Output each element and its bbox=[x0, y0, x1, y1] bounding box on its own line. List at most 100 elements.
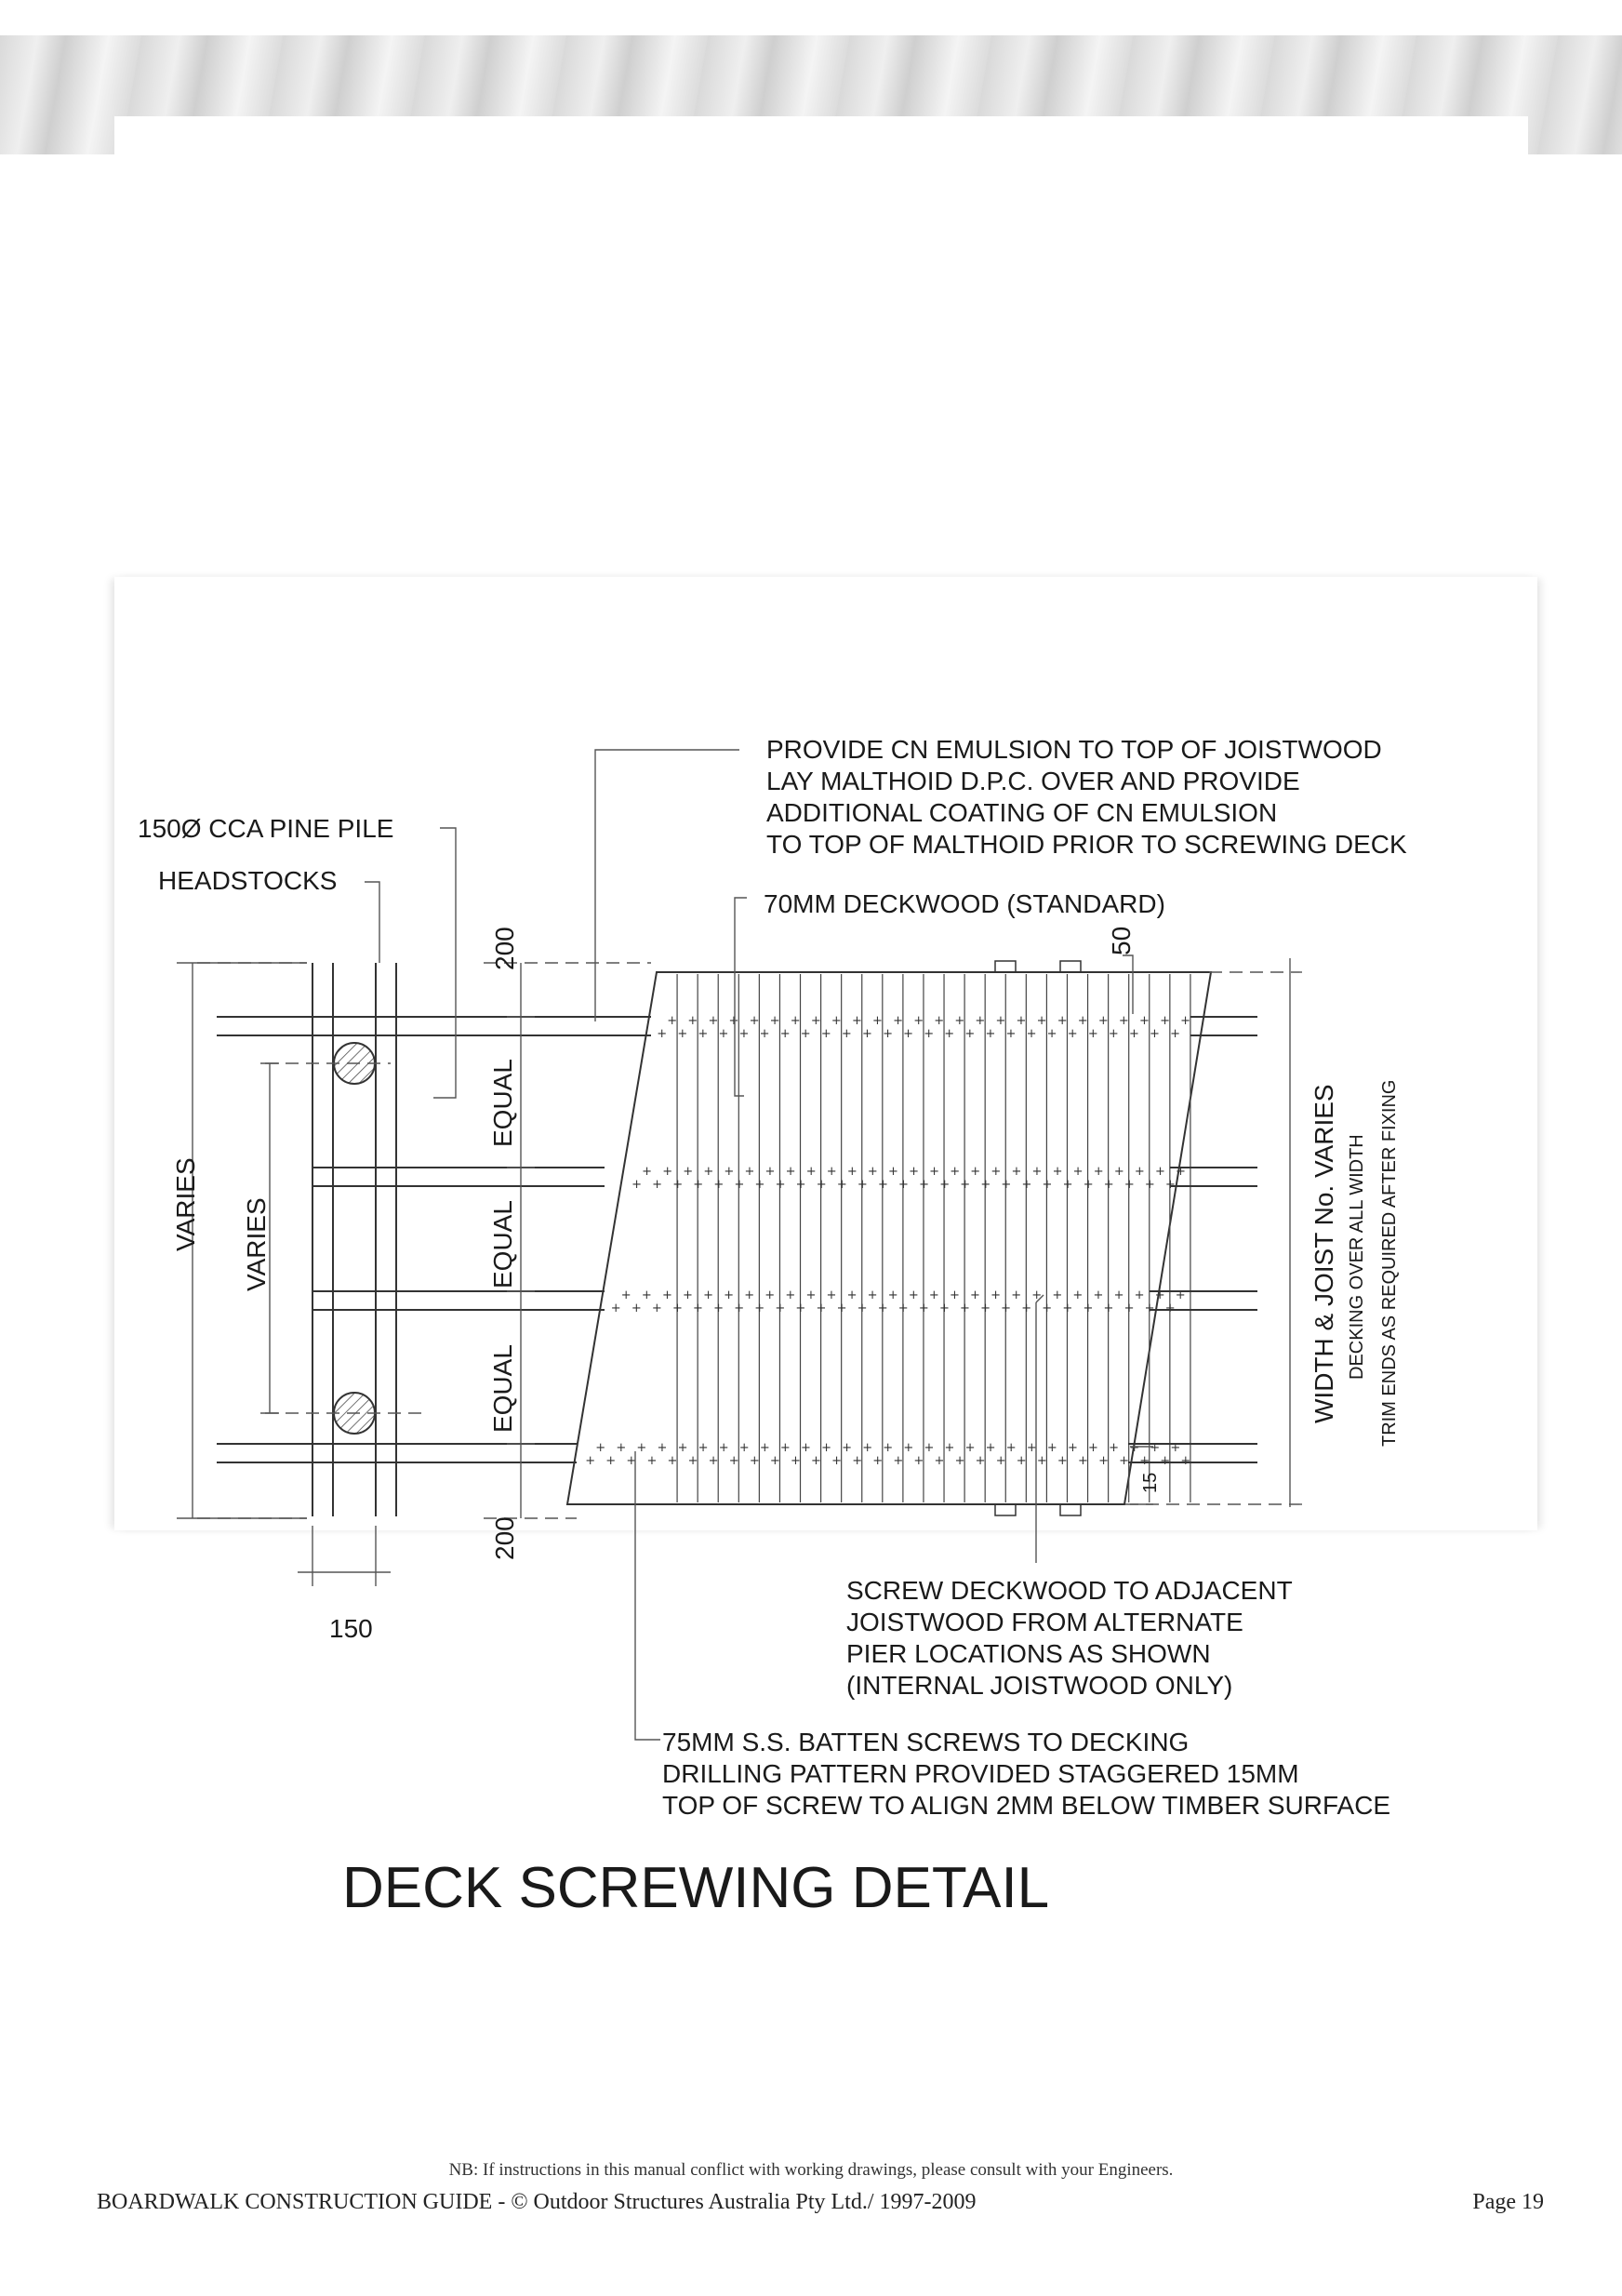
screw-mark: + bbox=[909, 1288, 919, 1302]
screw-mark: + bbox=[626, 1454, 636, 1468]
screw-mark: + bbox=[1032, 1165, 1043, 1179]
headstock-frame bbox=[177, 749, 739, 1586]
screw-mark: + bbox=[811, 1454, 821, 1468]
screw-mark: + bbox=[821, 1441, 831, 1455]
screw-mark: + bbox=[1139, 1014, 1150, 1028]
screw-mark: + bbox=[816, 1302, 826, 1315]
screw-mark: + bbox=[760, 1027, 770, 1041]
screw-mark: + bbox=[1114, 1288, 1124, 1302]
screw-mark: + bbox=[909, 1165, 919, 1179]
screw-mark: + bbox=[1155, 1165, 1165, 1179]
screw-mark: + bbox=[1109, 1441, 1119, 1455]
screw-mark: + bbox=[786, 1165, 796, 1179]
screw-mark: + bbox=[1027, 1027, 1037, 1041]
screw-mark: + bbox=[776, 1178, 786, 1192]
screw-mark: + bbox=[1053, 1165, 1063, 1179]
screw-mark: + bbox=[1109, 1027, 1119, 1041]
screw-mark: + bbox=[985, 1027, 995, 1041]
screw-mark: + bbox=[939, 1178, 950, 1192]
screw-mark: + bbox=[1021, 1302, 1031, 1315]
screw-mark: + bbox=[765, 1165, 776, 1179]
screw-mark: + bbox=[764, 1288, 775, 1302]
screw-mark: + bbox=[996, 1454, 1006, 1468]
screw-mark: + bbox=[1001, 1302, 1011, 1315]
screw-mark: + bbox=[883, 1027, 893, 1041]
screw-mark: + bbox=[1145, 1178, 1155, 1192]
screw-mark: + bbox=[1011, 1165, 1021, 1179]
screw-mark: + bbox=[1098, 1454, 1109, 1468]
screw-mark: + bbox=[1047, 1441, 1057, 1455]
screw-mark: + bbox=[1124, 1302, 1135, 1315]
screw-mark: + bbox=[652, 1178, 662, 1192]
screw-mark: + bbox=[1088, 1027, 1098, 1041]
screw-mark: + bbox=[770, 1454, 780, 1468]
screw-mark: + bbox=[657, 1441, 667, 1455]
header-mask bbox=[114, 116, 1528, 172]
screw-mark: + bbox=[1072, 1288, 1083, 1302]
screw-mark: + bbox=[1150, 1027, 1160, 1041]
decking-over-width-label: DECKING OVER ALL WIDTH bbox=[1347, 1134, 1367, 1380]
screw-mark: + bbox=[858, 1178, 868, 1192]
screw-mark: + bbox=[678, 1441, 688, 1455]
screw-mark: + bbox=[1094, 1165, 1104, 1179]
screw-mark: + bbox=[1119, 1014, 1129, 1028]
screw-mark: + bbox=[934, 1014, 944, 1028]
equal-label-2: EQUAL bbox=[488, 1200, 517, 1288]
batten-note-line-3: TOP OF SCREW TO ALIGN 2MM BELOW TIMBER S… bbox=[662, 1791, 1390, 1820]
screw-mark: + bbox=[945, 1441, 955, 1455]
screw-mark: + bbox=[754, 1302, 764, 1315]
screw-mark: + bbox=[868, 1165, 878, 1179]
screw-mark: + bbox=[801, 1441, 811, 1455]
screw-mark: + bbox=[919, 1178, 929, 1192]
screw-mark: + bbox=[842, 1027, 852, 1041]
screw-mark: + bbox=[934, 1454, 944, 1468]
deck-boards: ++++++++++++++++++++++++++++++++++++++++… bbox=[565, 971, 1213, 1505]
screw-note-line-2: JOISTWOOD FROM ALTERNATE bbox=[846, 1608, 1243, 1636]
screw-mark: + bbox=[1170, 1441, 1180, 1455]
screw-mark: + bbox=[1145, 1302, 1155, 1315]
footer-copyright: BOARDWALK CONSTRUCTION GUIDE - © Outdoor… bbox=[97, 2190, 977, 2214]
screw-mark: + bbox=[898, 1178, 909, 1192]
screw-mark: + bbox=[955, 1454, 965, 1468]
screw-mark: + bbox=[1104, 1302, 1114, 1315]
screw-mark: + bbox=[950, 1165, 960, 1179]
screw-mark: + bbox=[1135, 1288, 1145, 1302]
dim-15-label: 15 bbox=[1140, 1473, 1161, 1493]
screw-mark: + bbox=[1155, 1288, 1165, 1302]
screw-mark: + bbox=[862, 1441, 872, 1455]
screw-mark: + bbox=[872, 1014, 883, 1028]
screw-mark: + bbox=[775, 1302, 785, 1315]
screw-mark: + bbox=[780, 1027, 791, 1041]
screw-mark: + bbox=[883, 1441, 893, 1455]
screw-mark: + bbox=[944, 1027, 954, 1041]
screw-mark: + bbox=[811, 1014, 821, 1028]
screw-mark: + bbox=[852, 1454, 862, 1468]
screw-mark: + bbox=[903, 1441, 913, 1455]
screw-mark: + bbox=[1052, 1288, 1062, 1302]
screw-mark: + bbox=[636, 1441, 646, 1455]
screw-mark: + bbox=[672, 1302, 683, 1315]
batten-note-line-1: 75MM S.S. BATTEN SCREWS TO DECKING bbox=[662, 1728, 1189, 1756]
screw-mark: + bbox=[687, 1014, 698, 1028]
screw-mark: + bbox=[693, 1178, 703, 1192]
screw-mark: + bbox=[898, 1302, 909, 1315]
screw-mark: + bbox=[1078, 1014, 1088, 1028]
screw-mark: + bbox=[919, 1302, 929, 1315]
screw-mark: + bbox=[976, 1454, 986, 1468]
screw-mark: + bbox=[750, 1454, 760, 1468]
screw-mark: + bbox=[965, 1441, 976, 1455]
screw-mark: + bbox=[970, 1165, 980, 1179]
screw-mark: + bbox=[662, 1165, 672, 1179]
screw-mark: + bbox=[1021, 1178, 1031, 1192]
screw-mark: + bbox=[709, 1454, 719, 1468]
screw-mark: + bbox=[652, 1302, 662, 1315]
screw-mark: + bbox=[605, 1454, 616, 1468]
screw-mark: + bbox=[842, 1441, 852, 1455]
screw-mark: + bbox=[693, 1302, 703, 1315]
screw-mark: + bbox=[913, 1454, 924, 1468]
screw-mark: + bbox=[729, 1454, 739, 1468]
screw-note-line-1: SCREW DECKWOOD TO ADJACENT bbox=[846, 1576, 1293, 1605]
screw-mark: + bbox=[858, 1302, 868, 1315]
screw-mark: + bbox=[668, 1454, 678, 1468]
screw-mark: + bbox=[1017, 1454, 1027, 1468]
